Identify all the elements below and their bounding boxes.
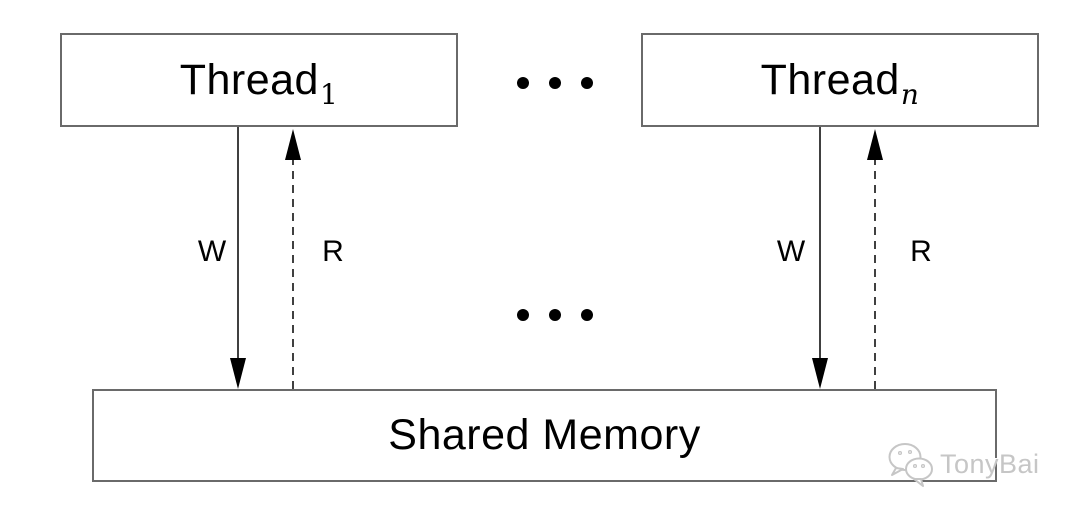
ellipsis-dot [517, 309, 529, 321]
ellipsis-dot [517, 77, 529, 89]
ellipsis-middle [517, 309, 593, 321]
watermark-text: TonyBai [940, 448, 1040, 479]
ellipsis-dot [581, 77, 593, 89]
right-read-label: R [910, 235, 932, 268]
thread1-label: Thread1 [179, 55, 339, 111]
shared-memory-label: Shared Memory [388, 411, 701, 459]
ellipsis-dot [581, 309, 593, 321]
ellipsis-top [517, 77, 593, 89]
threadn-box: Threadn [641, 33, 1039, 127]
right-write-label: W [776, 235, 806, 268]
left-read-arrow [285, 129, 301, 389]
wechat-icon [888, 443, 933, 487]
threadn-label-base: Thread [760, 55, 900, 104]
right-write-arrow [812, 127, 828, 389]
threadn-label-subscript: n [900, 77, 920, 111]
thread1-box: Thread1 [60, 33, 458, 127]
left-read-label: R [322, 235, 344, 268]
watermark: TonyBai [888, 440, 1040, 488]
ellipsis-dot [549, 309, 561, 321]
shared-memory-box: Shared Memory [92, 389, 997, 482]
left-write-arrow [230, 127, 246, 389]
threadn-label: Threadn [760, 55, 920, 111]
thread1-label-base: Thread [179, 55, 319, 104]
ellipsis-dot [549, 77, 561, 89]
right-read-arrow [867, 129, 883, 389]
left-write-label: W [197, 235, 227, 268]
thread1-label-subscript: 1 [319, 77, 339, 111]
